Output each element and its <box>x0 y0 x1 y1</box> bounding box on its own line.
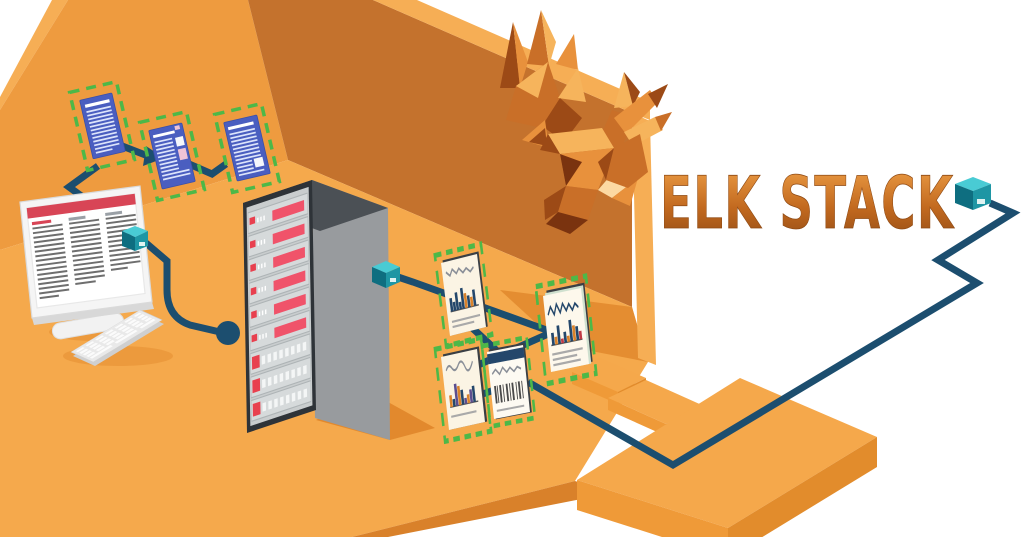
line-chart-icon <box>547 301 579 317</box>
chart-axis <box>450 303 479 313</box>
log-documents <box>67 79 282 203</box>
connector-port <box>390 278 396 282</box>
cable-monitor-to-server <box>143 240 221 336</box>
selection-box <box>137 109 207 203</box>
server-units <box>247 192 312 422</box>
workstation <box>19 185 165 367</box>
log-document-1 <box>67 79 137 173</box>
cable-server-to-dashboards <box>396 273 568 341</box>
connector-cube-server <box>372 261 400 288</box>
bar-chart-icon <box>449 385 471 408</box>
line-chart-icon <box>491 365 522 376</box>
dashboard-report-3 <box>433 336 493 445</box>
bar-chart-icon <box>554 325 577 345</box>
document-icon <box>79 92 126 160</box>
platform-steps <box>572 358 877 537</box>
log-document-2 <box>137 109 207 203</box>
document-title-line <box>227 121 254 131</box>
bar-chart-icon <box>453 383 474 406</box>
title-text: ELK STACK <box>660 162 955 246</box>
screen-red-tab <box>31 219 52 226</box>
bar-chart-icon <box>560 330 583 344</box>
document-text-lines <box>229 127 265 177</box>
screen-header-bar <box>26 193 136 219</box>
text-lines <box>552 347 583 367</box>
monitor-base <box>51 312 125 340</box>
document-title-line <box>84 99 110 108</box>
line-chart-icon <box>445 360 473 372</box>
monitor <box>19 185 153 319</box>
selection-box <box>433 336 493 445</box>
connector-port <box>139 242 145 246</box>
connector-cube-monitor <box>122 226 148 251</box>
network-connectors <box>122 177 991 288</box>
text-lines <box>496 404 525 412</box>
key-row <box>79 314 146 354</box>
barcode-icon <box>494 381 522 404</box>
document-block <box>253 156 265 168</box>
key-row <box>82 315 149 356</box>
text-lines <box>451 410 477 418</box>
bar-chart-icon <box>449 287 477 312</box>
document-block <box>177 147 188 161</box>
log-document-3 <box>212 101 282 195</box>
barcode-icon <box>496 380 524 404</box>
server-front-panel <box>243 179 317 433</box>
text-lines <box>68 218 105 285</box>
text-lines <box>32 223 70 300</box>
line-chart-icon <box>445 266 474 278</box>
bar-chart-icon <box>452 385 476 407</box>
key-row <box>75 312 142 353</box>
document-title-line <box>152 130 175 139</box>
step-side <box>608 398 666 436</box>
text-lines <box>451 313 481 329</box>
keyboard <box>70 309 165 367</box>
arrow-icon <box>143 146 164 166</box>
report-page <box>487 344 531 420</box>
document-tag <box>174 125 181 131</box>
document-text-lines <box>86 105 120 154</box>
key-row <box>86 317 153 358</box>
plug-icon <box>216 321 240 345</box>
dashboard-report-2 <box>534 273 598 387</box>
selection-box <box>67 79 137 173</box>
bar-chart-icon <box>463 292 474 309</box>
report-page <box>543 287 590 372</box>
step-top <box>572 358 646 392</box>
slab-side <box>728 437 877 537</box>
dashboard-report-1 <box>433 241 494 349</box>
title: ELK STACK <box>660 161 955 246</box>
monitor-bezel-bottom <box>32 302 154 325</box>
slab-top <box>577 378 877 528</box>
cable-output-zigzag <box>526 199 1021 470</box>
server-side <box>312 180 390 440</box>
selection-box <box>534 273 598 387</box>
dashboard-reports <box>433 241 598 445</box>
floor-side-edge <box>352 481 612 537</box>
report-header-bar <box>487 347 525 365</box>
screen-text-columns <box>32 210 141 300</box>
bar-chart-icon <box>550 319 580 346</box>
server-rack <box>243 179 390 440</box>
cable-doc2-to-doc3 <box>187 160 229 178</box>
selection-box <box>212 101 282 195</box>
step-top <box>608 380 704 424</box>
connector-cube-output <box>955 177 991 210</box>
key-row <box>89 318 156 359</box>
document-text-lines <box>154 137 191 181</box>
elk-head <box>500 10 672 234</box>
connector-port <box>977 199 985 204</box>
slab-side <box>577 480 728 537</box>
document-block <box>174 136 185 147</box>
step-side <box>572 372 618 404</box>
